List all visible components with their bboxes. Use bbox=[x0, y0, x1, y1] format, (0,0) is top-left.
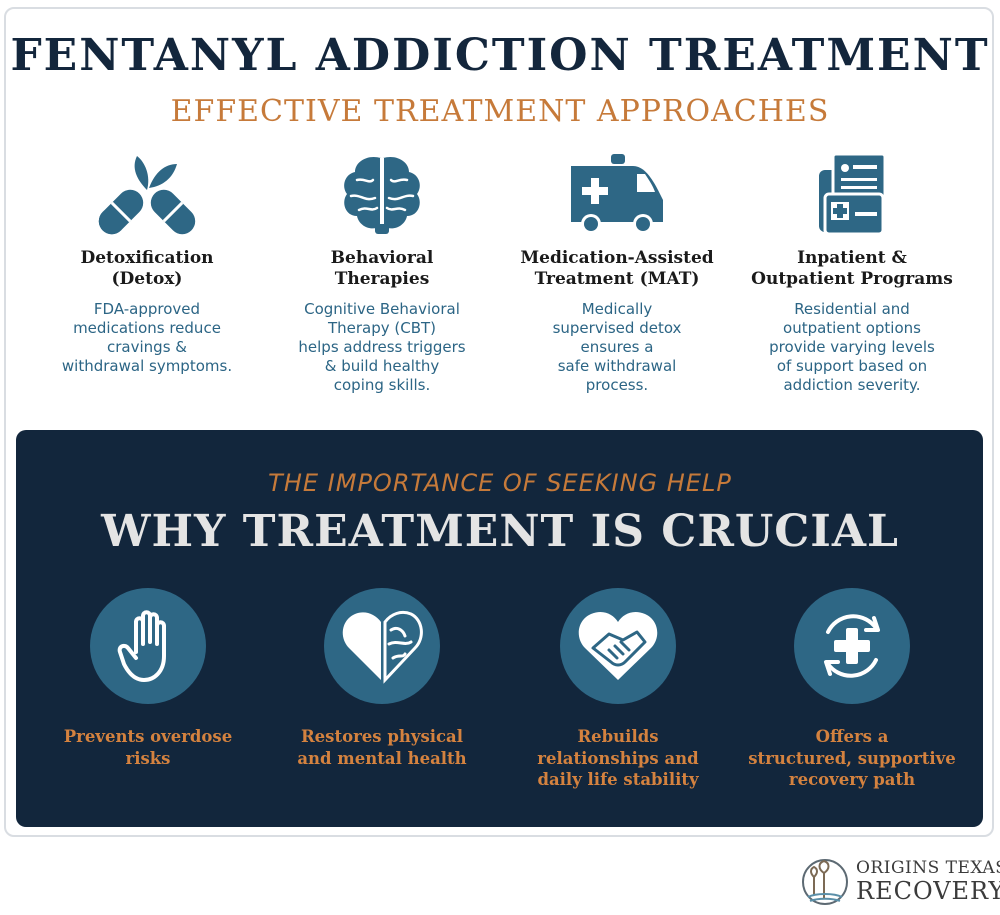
medical-records-icon bbox=[737, 150, 967, 240]
approach-heading: Behavioral Therapies bbox=[330, 248, 434, 289]
approach-description: Cognitive Behavioral Therapy (CBT) helps… bbox=[298, 300, 466, 394]
ambulance-icon bbox=[502, 150, 732, 240]
reason-icon-circle bbox=[794, 588, 910, 704]
reason-label: Prevents overdose risks bbox=[63, 727, 233, 768]
heart-brain-icon bbox=[342, 610, 423, 684]
reason-label: Rebuilds relationships and daily life st… bbox=[537, 727, 699, 789]
brand-line-2: RECOVERY bbox=[856, 877, 1000, 905]
brand-line-1: ORIGINS TEXAS bbox=[856, 858, 1000, 878]
brand-logo: ORIGINS TEXAS RECOVERY bbox=[800, 855, 1000, 910]
approach-mat: Medication-Assisted Treatment (MAT) Medi… bbox=[502, 150, 732, 395]
recovery-cycle-icon bbox=[824, 614, 880, 678]
reason-overdose: Prevents overdose risks bbox=[38, 588, 258, 769]
approach-heading: Medication-Assisted Treatment (MAT) bbox=[520, 248, 714, 289]
panel-kicker: THE IMPORTANCE OF SEEKING HELP bbox=[268, 469, 732, 497]
reason-icon-circle bbox=[324, 588, 440, 704]
section-subtitle: EFFECTIVE TREATMENT APPROACHES bbox=[170, 94, 830, 129]
approach-description: Medically supervised detox ensures a saf… bbox=[552, 300, 682, 394]
reason-label: Restores physical and mental health bbox=[297, 727, 467, 768]
brain-icon bbox=[267, 150, 497, 240]
capsule-leaf-icon bbox=[32, 150, 262, 240]
approach-programs: Inpatient & Outpatient Programs Resident… bbox=[737, 150, 967, 395]
reason-relationships: Rebuilds relationships and daily life st… bbox=[508, 588, 728, 791]
panel-title: WHY TREATMENT IS CRUCIAL bbox=[101, 506, 899, 557]
stop-hand-icon bbox=[117, 610, 166, 682]
reason-recovery-path: Offers a structured, supportive recovery… bbox=[742, 588, 962, 791]
origins-logo-icon bbox=[802, 859, 848, 905]
reason-label: Offers a structured, supportive recovery… bbox=[748, 727, 956, 789]
reason-icon-circle bbox=[560, 588, 676, 704]
approach-behavioral: Behavioral Therapies Cognitive Behaviora… bbox=[267, 150, 497, 395]
approach-heading: Detoxification (Detox) bbox=[80, 248, 214, 289]
page-title: FENTANYL ADDICTION TREATMENT bbox=[10, 30, 990, 81]
heart-handshake-icon bbox=[578, 611, 658, 680]
approach-heading: Inpatient & Outpatient Programs bbox=[751, 248, 953, 289]
approach-description: FDA-approved medications reduce cravings… bbox=[61, 300, 233, 375]
reason-icon-circle bbox=[90, 588, 206, 704]
approach-description: Residential and outpatient options provi… bbox=[769, 300, 935, 394]
reason-health: Restores physical and mental health bbox=[272, 588, 492, 769]
approach-detox: Detoxification (Detox) FDA-approved medi… bbox=[32, 150, 262, 376]
